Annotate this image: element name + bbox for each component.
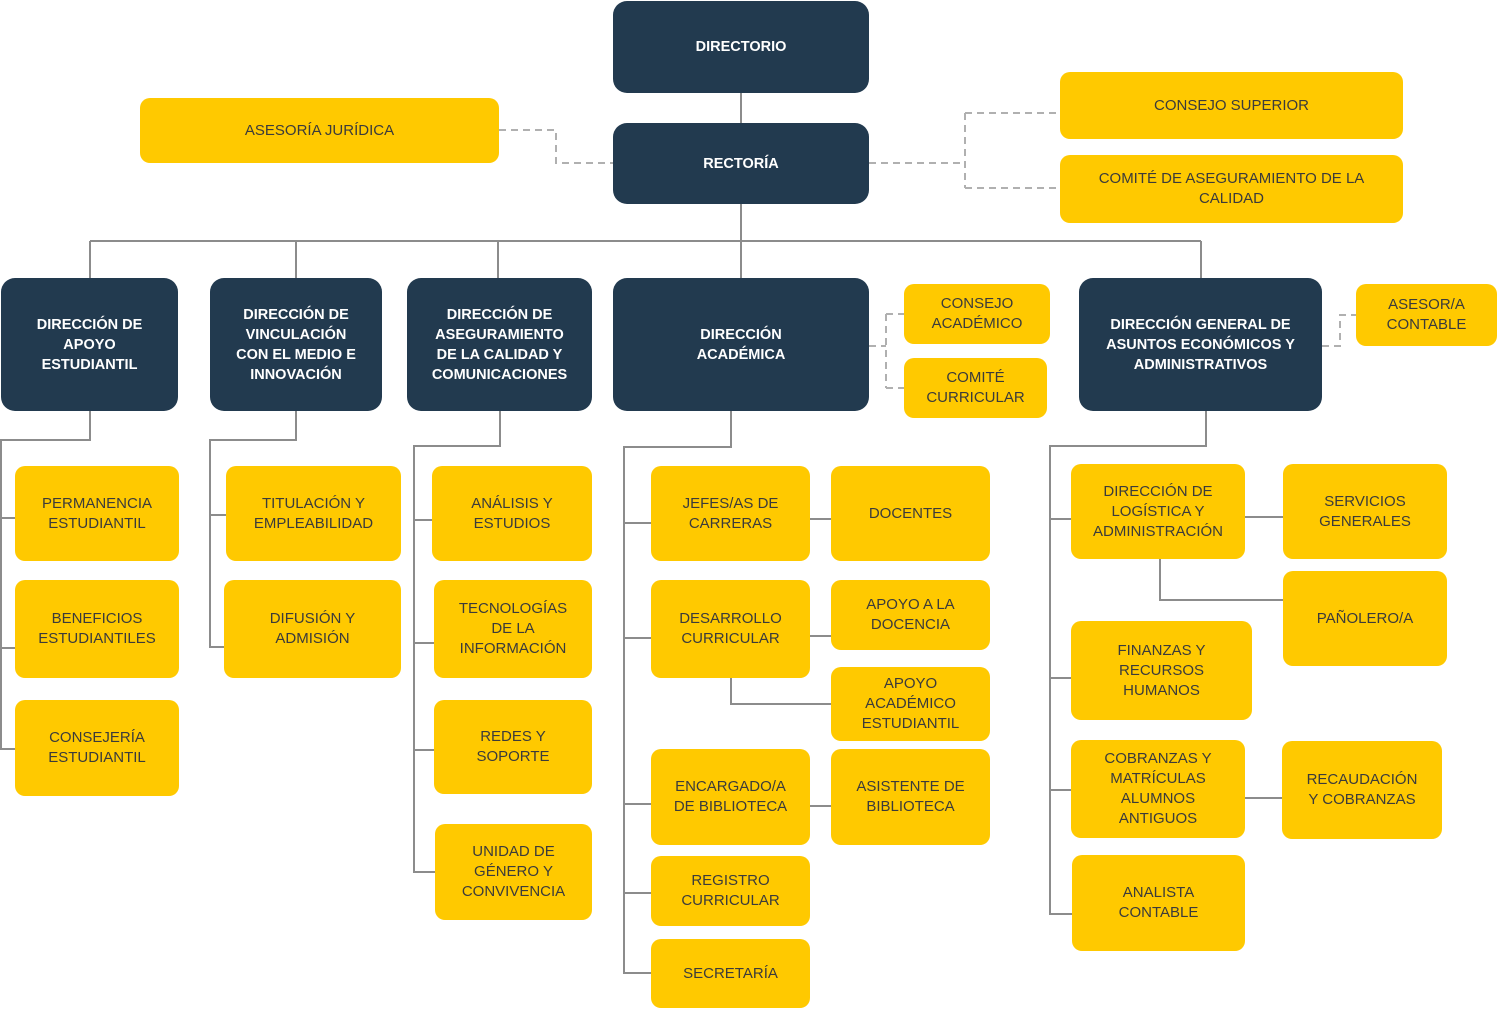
desarrollo-curricular-box: DESARROLLO CURRICULAR [651,580,810,678]
finanzas-box: FINANZAS Y RECURSOS HUMANOS [1071,621,1252,720]
registro-curricular-box: REGISTRO CURRICULAR [651,856,810,926]
analisis-box: ANÁLISIS Y ESTUDIOS [432,466,592,561]
cobranzas-box: COBRANZAS Y MATRÍCULAS ALUMNOS ANTIGUOS [1071,740,1245,838]
tecnologias-box: TECNOLOGÍAS DE LA INFORMACIÓN [434,580,592,678]
rectoria-box: RECTORÍA [613,123,869,204]
redes-box: REDES Y SOPORTE [434,700,592,794]
jefes-carreras-box: JEFES/AS DE CARRERAS [651,466,810,561]
direccion-economicos-box: DIRECCIÓN GENERAL DE ASUNTOS ECONÓMICOS … [1079,278,1322,411]
apoyo-academico-box: APOYO ACADÉMICO ESTUDIANTIL [831,667,990,741]
permanencia-box: PERMANENCIA ESTUDIANTIL [15,466,179,561]
asesoria-juridica-box: ASESORÍA JURÍDICA [140,98,499,163]
direccion-aseguramiento-box: DIRECCIÓN DE ASEGURAMIENTO DE LA CALIDAD… [407,278,592,411]
consejo-academico-box: CONSEJO ACADÉMICO [904,284,1050,344]
analista-contable-box: ANALISTA CONTABLE [1072,855,1245,951]
docentes-box: DOCENTES [831,466,990,561]
servicios-generales-box: SERVICIOS GENERALES [1283,464,1447,559]
titulacion-box: TITULACIÓN Y EMPLEABILIDAD [226,466,401,561]
direccion-apoyo-estudiantil-box: DIRECCIÓN DE APOYO ESTUDIANTIL [1,278,178,411]
genero-box: UNIDAD DE GÉNERO Y CONVIVENCIA [435,824,592,920]
comite-calidad-box: COMITÉ DE ASEGURAMIENTO DE LA CALIDAD [1060,155,1403,223]
direccion-academica-box: DIRECCIÓN ACADÉMICA [613,278,869,411]
direccion-vinculacion-box: DIRECCIÓN DE VINCULACIÓN CON EL MEDIO E … [210,278,382,411]
apoyo-docencia-box: APOYO A LA DOCENCIA [831,580,990,650]
recaudacion-box: RECAUDACIÓN Y COBRANZAS [1282,741,1442,839]
beneficios-box: BENEFICIOS ESTUDIANTILES [15,580,179,678]
asesor-contable-box: ASESOR/A CONTABLE [1356,284,1497,346]
logistica-box: DIRECCIÓN DE LOGÍSTICA Y ADMINISTRACIÓN [1071,464,1245,559]
directorio-box: DIRECTORIO [613,1,869,93]
secretaria-box: SECRETARÍA [651,939,810,1008]
difusion-box: DIFUSIÓN Y ADMISIÓN [224,580,401,678]
asistente-biblioteca-box: ASISTENTE DE BIBLIOTECA [831,749,990,845]
panolero-box: PAÑOLERO/A [1283,571,1447,666]
encargado-biblioteca-box: ENCARGADO/A DE BIBLIOTECA [651,749,810,845]
consejeria-box: CONSEJERÍA ESTUDIANTIL [15,700,179,796]
comite-curricular-box: COMITÉ CURRICULAR [904,358,1047,418]
consejo-superior-box: CONSEJO SUPERIOR [1060,72,1403,139]
